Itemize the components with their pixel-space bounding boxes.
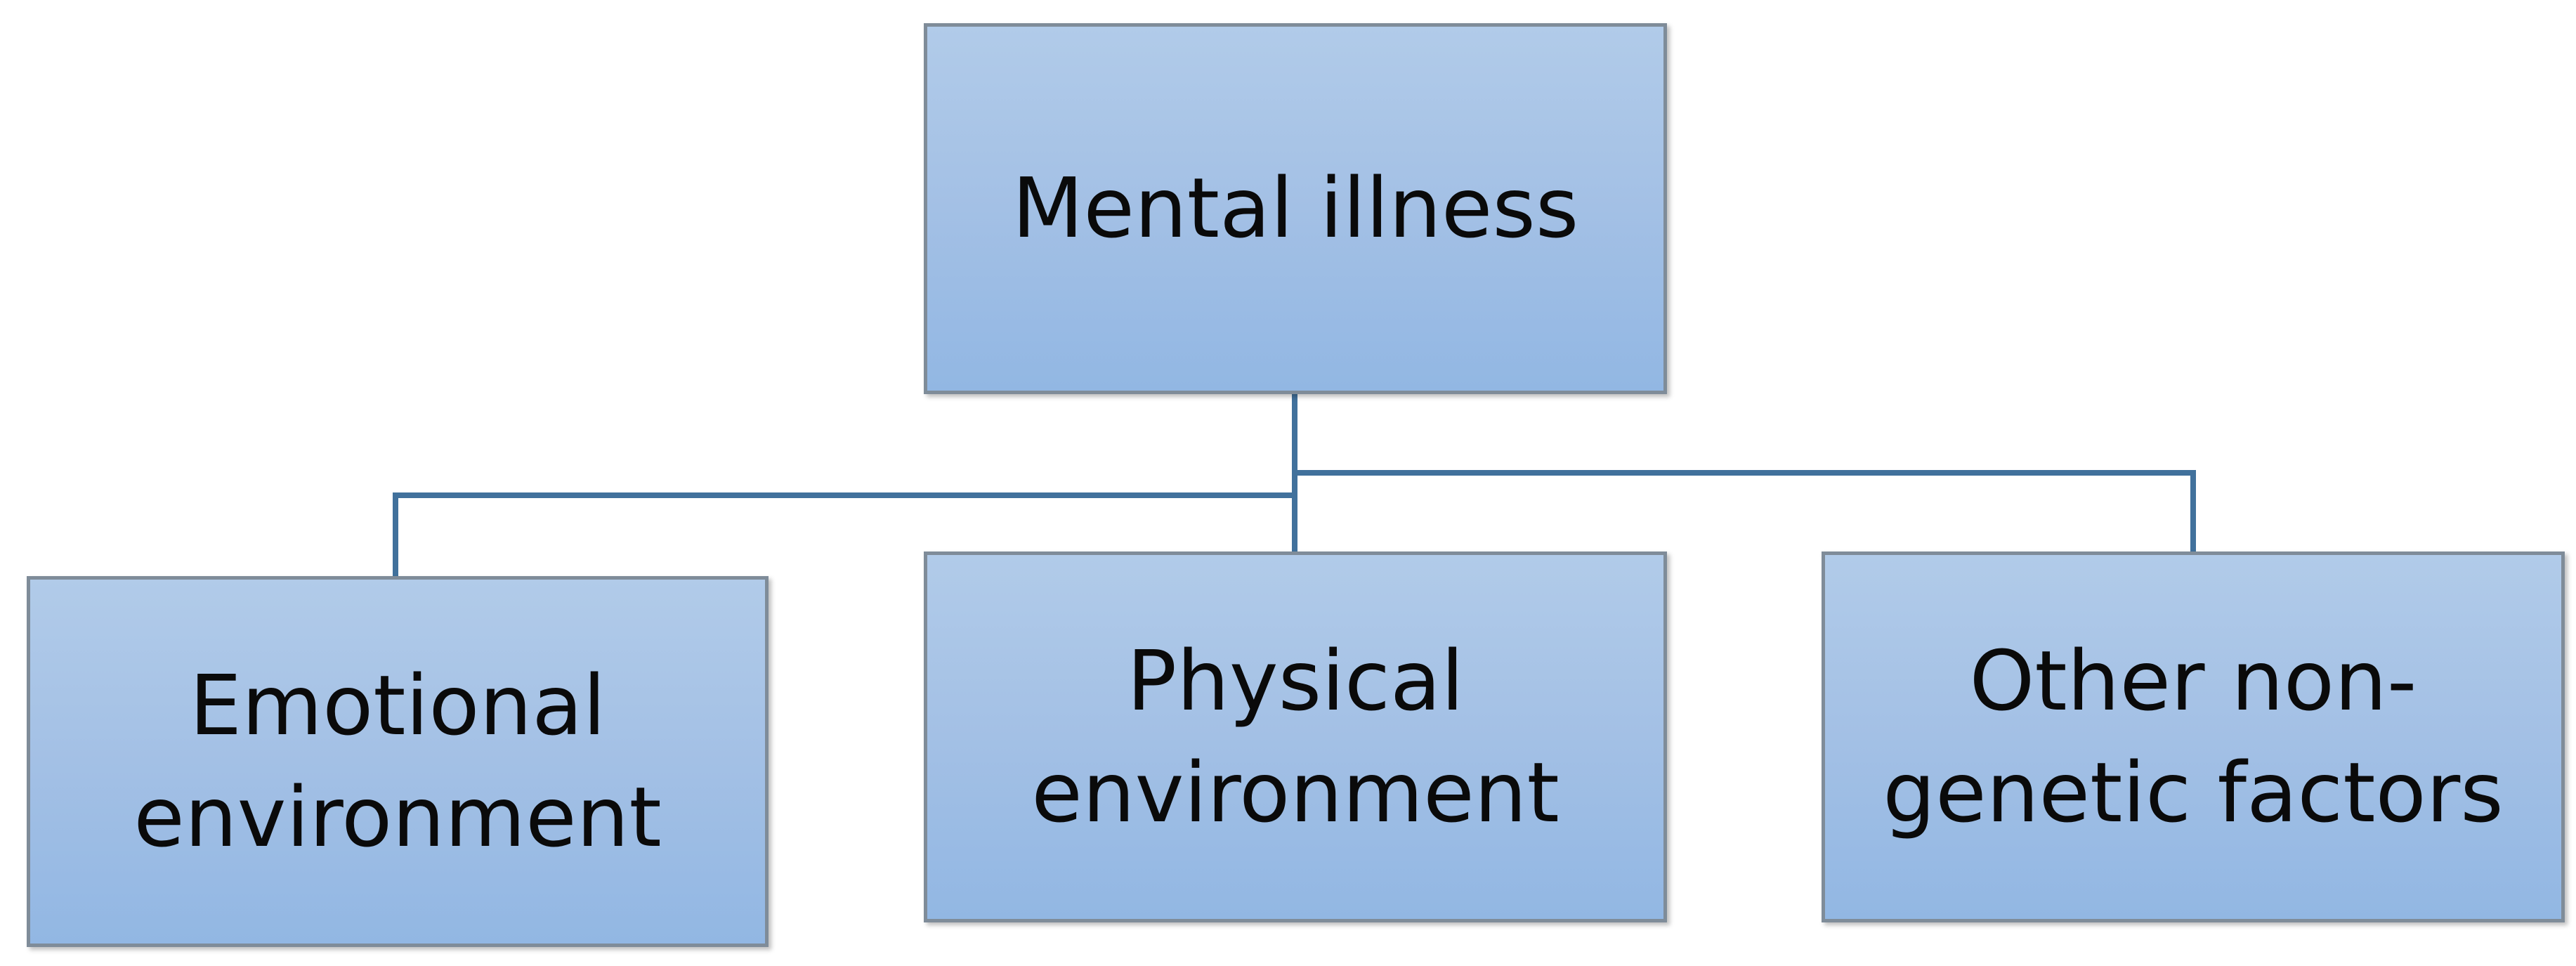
node-other-non-genetic-factors: Other non- genetic factors	[1822, 551, 2565, 922]
node-emotional-environment: Emotional environment	[27, 576, 769, 947]
node-physical-environment: Physical environment	[924, 551, 1667, 922]
node-label-other-non-genetic-factors: Other non- genetic factors	[1883, 632, 2504, 841]
node-mental-illness: Mental illness	[924, 23, 1667, 394]
node-label-emotional-environment: Emotional environment	[133, 656, 662, 866]
connector-to-emotional-environment	[393, 492, 1295, 576]
node-label-physical-environment: Physical environment	[1031, 632, 1560, 841]
connector-to-other-factors	[1295, 470, 2196, 551]
node-label-mental-illness: Mental illness	[1012, 159, 1579, 257]
